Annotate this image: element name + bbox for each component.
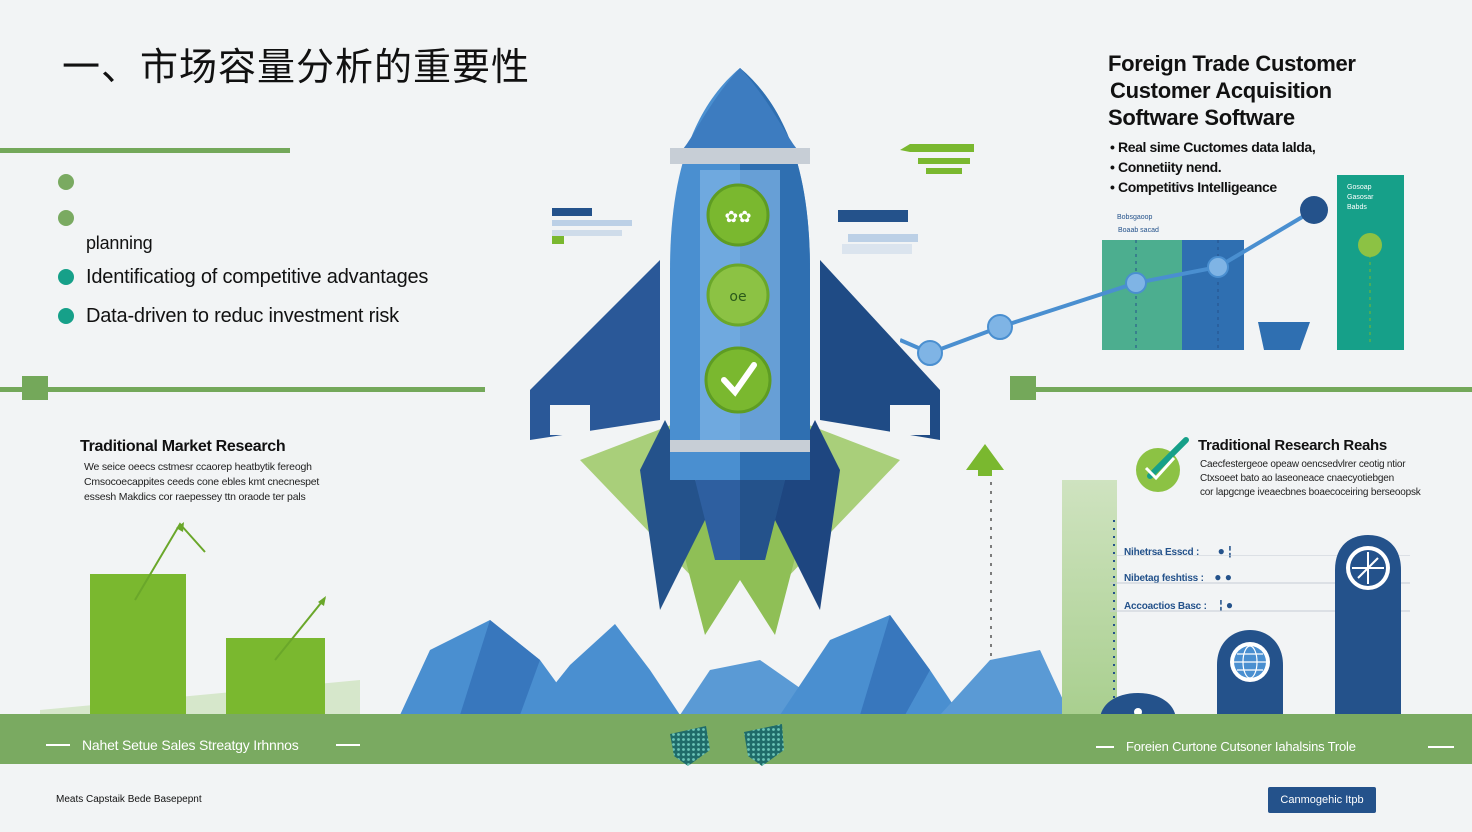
divider-mid-right xyxy=(1012,387,1472,392)
list-item-planning: planning xyxy=(86,233,153,253)
arrow-up-icon xyxy=(966,444,1004,702)
svg-text:✿✿: ✿✿ xyxy=(725,207,752,226)
left-bar-chart xyxy=(40,522,360,716)
trend-arrow-2 xyxy=(274,597,326,661)
bullet-dot xyxy=(58,210,74,226)
flag-icon xyxy=(900,144,974,174)
pillar xyxy=(1062,480,1117,714)
right-heading: Foreign Trade Customer Customer Acquisit… xyxy=(1108,51,1356,130)
pillar-ticks xyxy=(1113,520,1115,715)
bullet-dot xyxy=(58,269,74,285)
chart-side-label: Gosoap Gasosar Babds xyxy=(1347,184,1374,211)
metric-row: Nibetag feshtiss : ● ● xyxy=(1124,570,1233,584)
bullet-dot xyxy=(58,308,74,324)
divider-marker xyxy=(22,376,48,400)
divider-marker xyxy=(1010,376,1036,400)
pen-icon xyxy=(1136,437,1189,492)
mini-card-right xyxy=(838,210,918,254)
list-item-risk: Data-driven to reduc investment risk xyxy=(86,305,399,327)
mountains xyxy=(400,615,1070,715)
metric-row: Accoactios Basc : ¦ ● xyxy=(1124,598,1234,612)
chart-legend-a: Bobsgaoop xyxy=(1117,214,1153,221)
exhaust-center xyxy=(670,500,810,635)
divider-top-left xyxy=(0,148,290,153)
porthole-2 xyxy=(706,263,770,327)
svg-text:oe: oe xyxy=(729,289,746,305)
trend-arrow-1 xyxy=(134,522,206,601)
bar-1 xyxy=(90,574,186,716)
right-line-chart xyxy=(900,175,1404,366)
porthole-1 xyxy=(706,183,770,247)
mesh-icons xyxy=(670,724,784,766)
traditional-market-title: Traditional Market Research xyxy=(80,438,286,455)
traditional-reach-body: Caecfestergeoe opeaw oencsedvlrer ceotig… xyxy=(1200,459,1421,498)
fin-left xyxy=(640,420,710,610)
traditional-market-body: We seice oeecs cstmesr ccaorep heatbytik… xyxy=(84,461,320,503)
list-item-advantages: Identificatiog of competitive advantages xyxy=(86,266,429,288)
fin-right xyxy=(770,420,840,610)
page-title: 一、市场容量分析的重要性 xyxy=(62,45,531,89)
mini-card-left xyxy=(552,208,632,244)
footer-left-text: Meats Capstaik Bede Basepepnt xyxy=(56,794,202,805)
band-left-text: Nahet Setue Sales Streatgy Irhnnos xyxy=(82,737,299,753)
wing-right xyxy=(820,260,940,440)
footer-button[interactable]: Canmogehic Itpb xyxy=(1268,787,1376,813)
wing-left xyxy=(530,260,660,440)
traditional-reach-title: Traditional Research Reahs xyxy=(1198,437,1387,454)
check-icon xyxy=(704,346,772,414)
divider-mid-left xyxy=(0,387,485,392)
bar-2 xyxy=(226,638,325,716)
bullet-dot xyxy=(58,174,74,190)
navy-pillars xyxy=(1100,535,1401,720)
rocket-illustration: ✿✿ oe xyxy=(530,68,940,635)
band-right-text: Foreien Curtone Cutsoner Iahalsins Trole xyxy=(1126,739,1356,754)
right-bullets: • Real sime Cuctomes data lalda, • Conne… xyxy=(1110,139,1316,195)
chart-legend-b: Boaab sacad xyxy=(1118,227,1159,234)
bottom-band xyxy=(0,714,1472,764)
